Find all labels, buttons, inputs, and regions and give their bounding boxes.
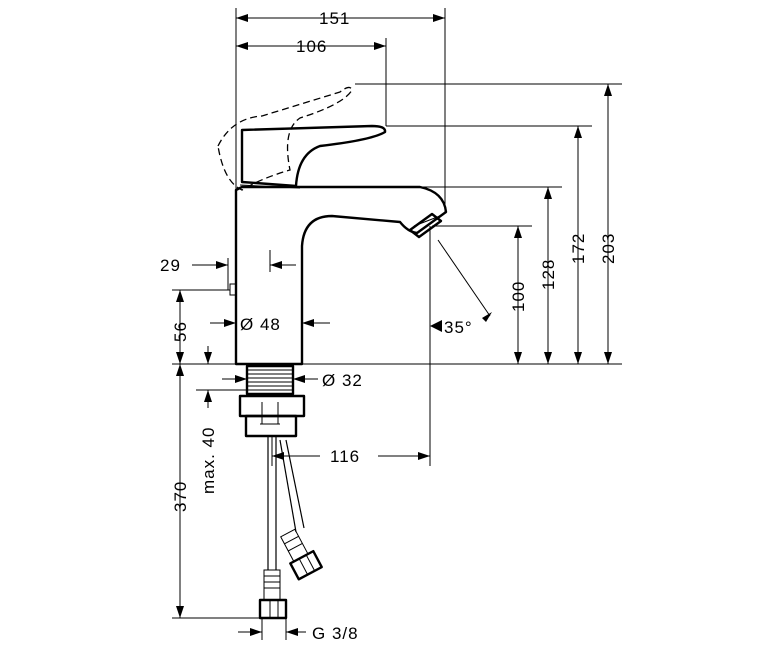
dim-32-label: Ø 32 <box>322 371 363 390</box>
threaded-shank <box>245 364 295 396</box>
dim-100-label: 100 <box>509 281 528 312</box>
dim-172-label: 172 <box>569 233 588 264</box>
faucet-body <box>234 185 448 366</box>
dimension-labels: 151 106 203 172 128 100 29 Ø 48 56 35° Ø… <box>160 9 618 643</box>
lever-raised-outline <box>217 86 353 191</box>
hose-fittings <box>258 528 323 620</box>
dim-106-label: 106 <box>296 37 327 56</box>
fixing-nut <box>238 394 306 438</box>
thread-g38-label: G 3/8 <box>312 624 359 643</box>
aerator <box>408 212 443 239</box>
dim-151-label: 151 <box>319 9 350 28</box>
dim-116-label: 116 <box>330 447 360 466</box>
dim-203-label: 203 <box>599 233 618 264</box>
dim-48-label: Ø 48 <box>240 315 281 334</box>
dim-29-label: 29 <box>160 256 181 275</box>
lever-handle <box>239 124 387 189</box>
dimension-lines <box>176 14 612 636</box>
dim-56-label: 56 <box>171 321 190 342</box>
dim-max40-label: max. 40 <box>199 427 218 494</box>
dim-370-label: 370 <box>171 481 190 512</box>
dim-128-label: 128 <box>539 259 558 290</box>
extension-lines <box>172 8 622 640</box>
dim-35-angle-label: 35° <box>444 318 473 337</box>
